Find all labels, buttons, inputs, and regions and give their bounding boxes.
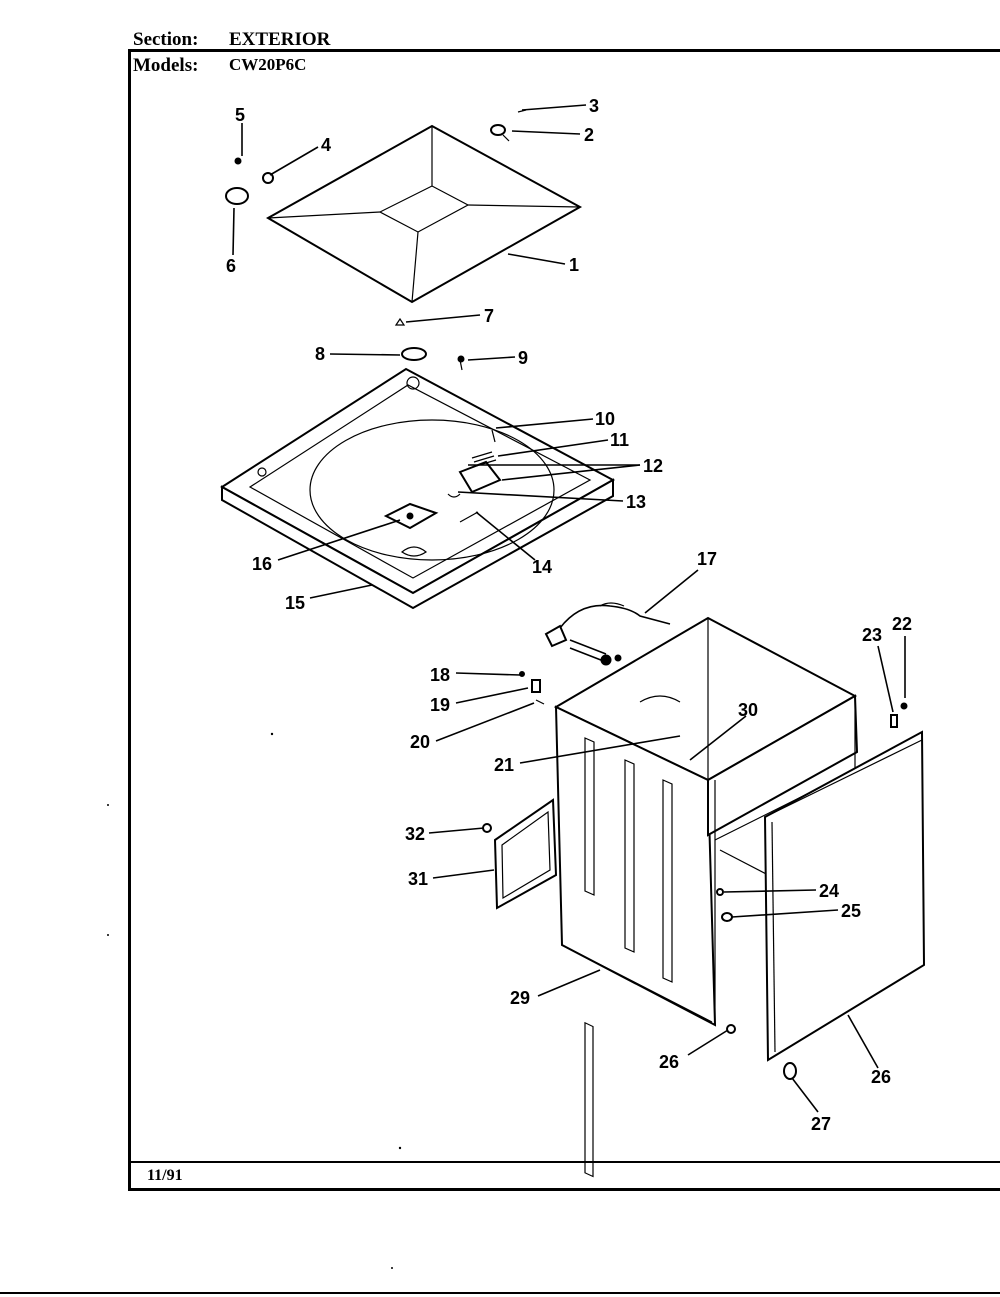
callout-19: 19 [430,695,450,715]
cabinet-part [553,616,859,1178]
top-cover-part [220,347,616,610]
callout-29: 29 [510,988,530,1008]
header-rule [128,49,1000,52]
callout-32: 32 [405,824,425,844]
callout-27: 27 [811,1114,831,1134]
leader-lines [232,104,906,1113]
scan-specks [107,732,402,1269]
models-label: Models: [133,55,199,76]
callout-26-top: 26 [659,1052,679,1072]
frame-left-rule [128,49,131,1191]
footer-date: 11/91 [147,1167,183,1184]
lid-hardware [225,109,527,326]
callout-20: 20 [410,732,430,752]
access-panel-part [493,798,558,910]
section-value: EXTERIOR [229,29,331,50]
callout-1: 1 [569,255,579,275]
callout-30: 30 [738,700,758,720]
callout-3: 3 [589,96,599,116]
callout-24: 24 [819,881,839,901]
section-label: Section: [133,29,199,50]
callout-2: 2 [584,125,594,145]
callout-22: 22 [892,614,912,634]
side-panel-part [763,730,926,1062]
callout-4: 4 [321,135,331,155]
callout-15: 15 [285,593,305,613]
top-lid-part [265,124,583,304]
page-bottom-rule [0,1292,1000,1294]
callout-14: 14 [532,557,552,577]
callout-labels: 1 2 3 4 5 6 7 8 9 10 11 12 13 14 15 16 1… [226,96,912,1134]
callout-16: 16 [252,554,272,574]
callout-5: 5 [235,105,245,125]
callout-10: 10 [595,409,615,429]
callout-25: 25 [841,901,861,921]
callout-7: 7 [484,306,494,326]
callout-6: 6 [226,256,236,276]
callout-8: 8 [315,344,325,364]
small-fasteners [482,671,908,1080]
callout-13: 13 [626,492,646,512]
callout-17: 17 [697,549,717,569]
callout-31: 31 [408,869,428,889]
callout-23: 23 [862,625,882,645]
callout-26-bottom: 26 [871,1067,891,1087]
footer-bottom-rule [128,1188,1000,1191]
models-value: CW20P6C [229,55,307,74]
callout-18: 18 [430,665,450,685]
power-cord-part [544,602,671,666]
footer-top-rule [128,1161,1000,1163]
callout-21: 21 [494,755,514,775]
callout-12: 12 [643,456,663,476]
callout-11: 11 [610,430,629,450]
callout-9: 9 [518,348,528,368]
